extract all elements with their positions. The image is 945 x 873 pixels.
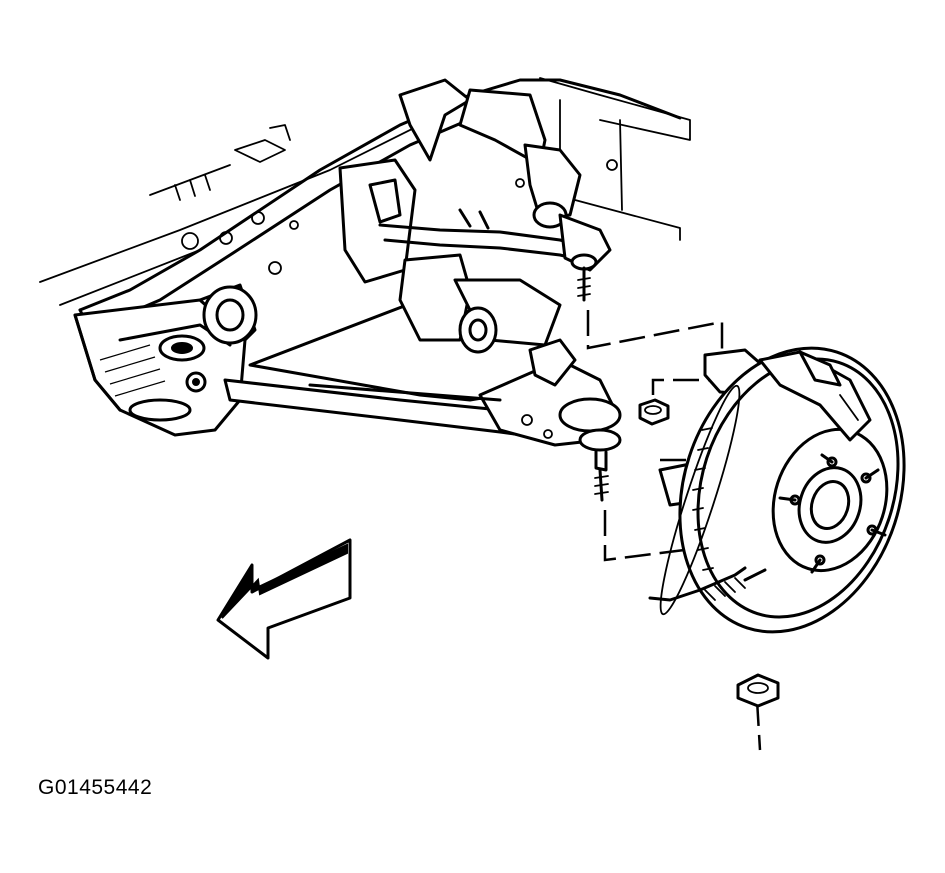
front-direction-arrow-icon	[216, 538, 352, 660]
upper-control-arm	[338, 78, 612, 302]
abs-sensor-wire	[648, 566, 767, 602]
lower-control-arm	[223, 253, 622, 502]
figure-code: G01455442	[38, 776, 153, 799]
front-crossmember	[73, 283, 258, 437]
brake-caliper	[758, 350, 872, 442]
lower-nut	[736, 673, 780, 708]
upper-nut	[638, 398, 670, 426]
assembly-lines	[586, 310, 762, 751]
